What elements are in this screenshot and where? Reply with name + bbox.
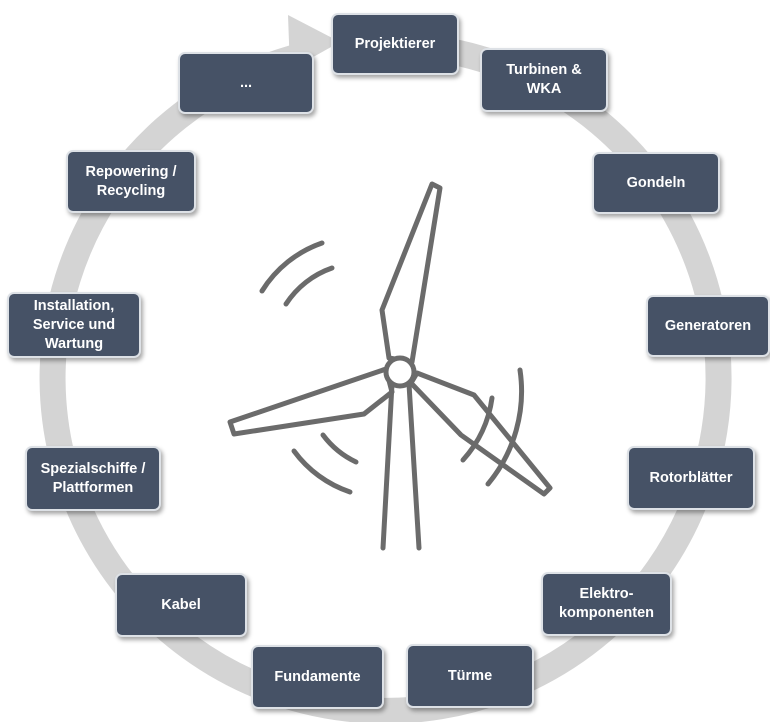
node-more: ... bbox=[178, 52, 314, 114]
node-turbinen: Turbinen & WKA bbox=[480, 48, 608, 112]
node-kabel: Kabel bbox=[115, 573, 247, 637]
node-elektrokomponenten: Elektro- komponenten bbox=[541, 572, 672, 636]
node-gondeln: Gondeln bbox=[592, 152, 720, 214]
wind-turbine-icon bbox=[227, 181, 553, 551]
node-generatoren: Generatoren bbox=[646, 295, 770, 357]
node-fundamente: Fundamente bbox=[251, 645, 384, 709]
node-repowering: Repowering / Recycling bbox=[66, 150, 196, 213]
node-installation: Installation, Service und Wartung bbox=[7, 292, 141, 358]
node-rotorblaetter: Rotorblätter bbox=[627, 446, 755, 510]
node-projektierer: Projektierer bbox=[331, 13, 459, 75]
node-tuerme: Türme bbox=[406, 644, 534, 708]
node-spezialschiffe: Spezialschiffe / Plattformen bbox=[25, 446, 161, 511]
